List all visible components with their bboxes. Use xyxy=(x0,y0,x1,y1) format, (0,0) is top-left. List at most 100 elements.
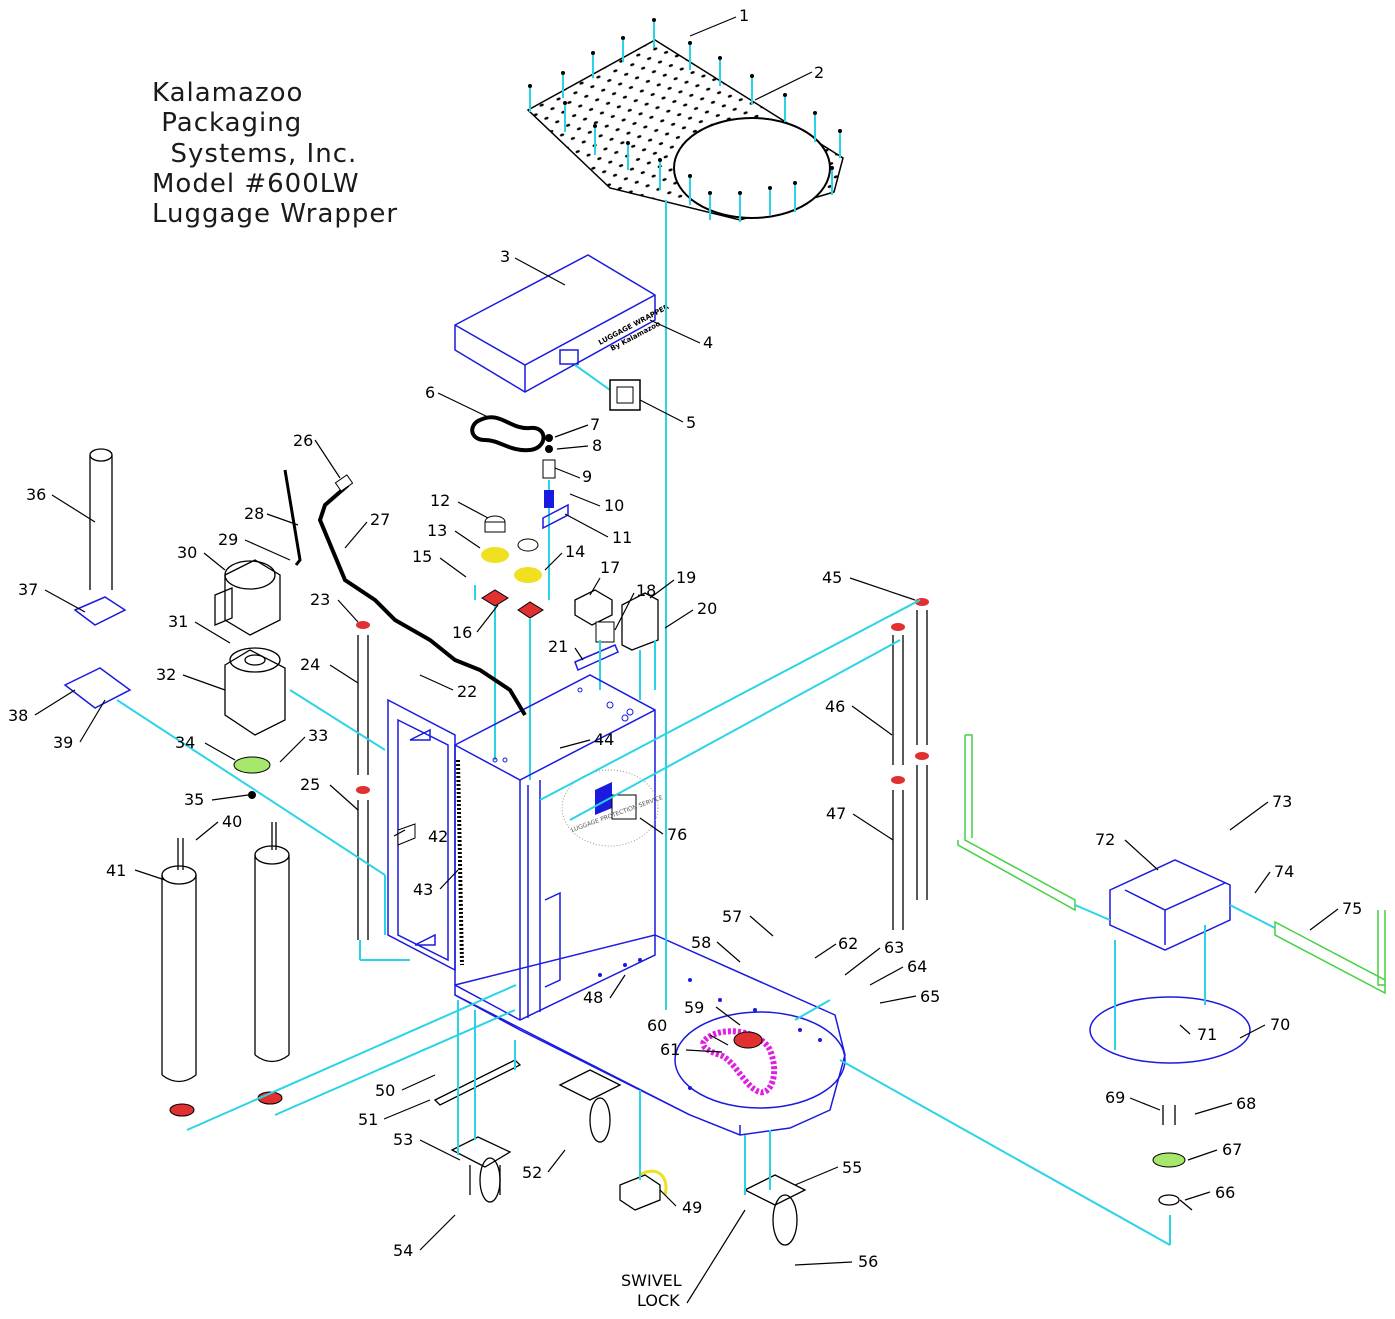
callout-4: 4 xyxy=(703,333,713,352)
power-cord xyxy=(317,474,527,717)
callout-42: 42 xyxy=(428,827,448,846)
callout-17: 17 xyxy=(600,558,620,577)
callout-37: 37 xyxy=(18,580,38,599)
callout-75: 75 xyxy=(1342,899,1362,918)
callout-71: 71 xyxy=(1197,1025,1217,1044)
callout-47: 47 xyxy=(826,804,846,823)
callout-46: 46 xyxy=(825,697,845,716)
right-assembly xyxy=(957,734,1386,1211)
callout-54: 54 xyxy=(393,1241,413,1260)
callout-62: 62 xyxy=(838,934,858,953)
pulley-assembly xyxy=(474,434,569,780)
callout-60: 60 xyxy=(647,1016,667,1035)
callout-2: 2 xyxy=(814,63,824,82)
base-frame xyxy=(454,934,846,1136)
callout-68: 68 xyxy=(1236,1094,1256,1113)
callout-23: 23 xyxy=(310,590,330,609)
callout-56: 56 xyxy=(858,1252,878,1271)
swivel-lock-label-line2: LOCK xyxy=(637,1291,680,1310)
callout-19: 19 xyxy=(676,568,696,587)
callout-43: 43 xyxy=(413,880,433,899)
callout-32: 32 xyxy=(156,665,176,684)
title-line-product: Luggage Wrapper xyxy=(152,199,399,229)
callout-66: 66 xyxy=(1215,1183,1235,1202)
right-posts xyxy=(891,598,929,930)
callout-50: 50 xyxy=(375,1081,395,1100)
callout-33: 33 xyxy=(308,726,328,745)
callout-76: 76 xyxy=(667,825,687,844)
callout-26: 26 xyxy=(293,431,313,450)
main-cabinet xyxy=(454,674,656,1021)
callout-5: 5 xyxy=(686,413,696,432)
callout-58: 58 xyxy=(691,933,711,952)
callout-35: 35 xyxy=(184,790,204,809)
assembly-leaders xyxy=(116,200,1276,1246)
cabinet-door xyxy=(387,698,464,972)
callout-38: 38 xyxy=(8,706,28,725)
callout-7: 7 xyxy=(590,415,600,434)
callout-22: 22 xyxy=(457,682,477,701)
callout-48: 48 xyxy=(583,988,603,1007)
callout-18: 18 xyxy=(636,581,656,600)
callout-8: 8 xyxy=(592,436,602,455)
top-plate-bolts xyxy=(528,18,842,222)
callout-61: 61 xyxy=(660,1040,680,1059)
callout-12: 12 xyxy=(430,491,450,510)
bracket xyxy=(433,1059,522,1106)
callout-30: 30 xyxy=(177,543,197,562)
motor-assembly xyxy=(214,469,302,799)
left-rollers xyxy=(63,448,290,1117)
callout-67: 67 xyxy=(1222,1140,1242,1159)
drive-belt xyxy=(470,415,546,453)
callout-53: 53 xyxy=(393,1130,413,1149)
callout-27: 27 xyxy=(370,510,390,529)
callout-59: 59 xyxy=(684,998,704,1017)
callout-64: 64 xyxy=(907,957,927,976)
callout-31: 31 xyxy=(168,612,188,631)
callout-9: 9 xyxy=(582,467,592,486)
callout-10: 10 xyxy=(604,496,624,515)
casters xyxy=(450,1069,807,1246)
callout-13: 13 xyxy=(427,521,447,540)
control-housing: LUGGAGE WRAPPER By Kalamazoo xyxy=(454,254,671,393)
drive-chain xyxy=(700,1028,778,1096)
callout-41: 41 xyxy=(106,861,126,880)
callout-57: 57 xyxy=(722,907,742,926)
callout-74: 74 xyxy=(1274,862,1294,881)
callout-6: 6 xyxy=(425,383,435,402)
callout-20: 20 xyxy=(697,599,717,618)
callout-16: 16 xyxy=(452,623,472,642)
callout-51: 51 xyxy=(358,1110,378,1129)
callouts: 1 2 3 4 5 6 7 8 9 10 11 12 13 14 15 16 1… xyxy=(8,6,1362,1310)
callout-40: 40 xyxy=(222,812,242,831)
callout-24: 24 xyxy=(300,655,320,674)
callout-36: 36 xyxy=(26,485,46,504)
callout-52: 52 xyxy=(522,1163,542,1182)
callout-73: 73 xyxy=(1272,792,1292,811)
callout-25: 25 xyxy=(300,775,320,794)
callout-69: 69 xyxy=(1105,1088,1125,1107)
callout-55: 55 xyxy=(842,1158,862,1177)
title-line-model: Model #600LW xyxy=(152,169,360,199)
callout-65: 65 xyxy=(920,987,940,1006)
callout-leaders xyxy=(34,16,1339,1304)
rocker-switch xyxy=(574,364,641,411)
callout-72: 72 xyxy=(1095,830,1115,849)
title-line-company: Kalamazoo xyxy=(152,78,304,108)
callout-14: 14 xyxy=(565,542,585,561)
callout-34: 34 xyxy=(175,733,195,752)
left-post xyxy=(356,621,370,940)
title-line-packaging: Packaging xyxy=(152,108,303,138)
callout-39: 39 xyxy=(53,733,73,752)
title-line-systems: Systems, Inc. xyxy=(152,139,358,169)
callout-70: 70 xyxy=(1270,1015,1290,1034)
top-plate xyxy=(526,39,844,221)
callout-49: 49 xyxy=(682,1198,702,1217)
callout-45: 45 xyxy=(822,568,842,587)
callout-28: 28 xyxy=(244,504,264,523)
callout-3: 3 xyxy=(500,247,510,266)
callout-11: 11 xyxy=(612,528,632,547)
callout-29: 29 xyxy=(218,530,238,549)
callout-1: 1 xyxy=(739,6,749,25)
